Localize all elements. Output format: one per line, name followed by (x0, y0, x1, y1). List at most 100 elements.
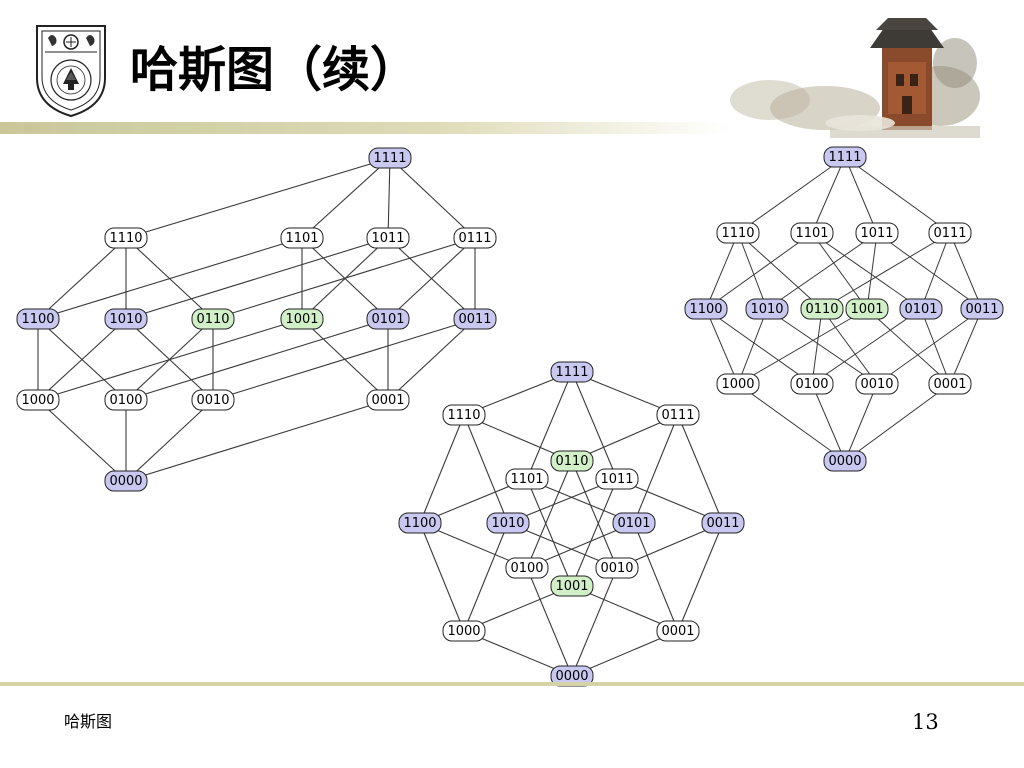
edge-1010-1011 (125, 237, 389, 320)
edge-1010-1011 (766, 232, 878, 310)
edge-0100-0101 (811, 308, 922, 385)
node-1010: 1010 (745, 298, 789, 320)
node-box (928, 222, 972, 244)
node-label: 0001 (371, 393, 404, 408)
edge-1000-1010 (737, 308, 768, 385)
edge-0101-0111 (633, 414, 679, 524)
node-label: 1111 (373, 151, 406, 166)
node-0101: 0101 (612, 512, 656, 534)
edge-0110-1110 (125, 237, 214, 320)
node-0001: 0001 (656, 620, 700, 642)
edge-1110-1111 (125, 157, 391, 239)
node-label: 0010 (600, 561, 633, 576)
edge-0000-0100 (526, 567, 573, 677)
edge-0100-1100 (705, 308, 813, 385)
node-box (656, 620, 700, 642)
node-box (612, 512, 656, 534)
node-1000: 1000 (716, 373, 760, 395)
node-box (899, 298, 943, 320)
node-box (280, 227, 324, 249)
node-1101: 1101 (790, 222, 834, 244)
edge-0010-0011 (212, 318, 476, 401)
edge-0000-0001 (844, 383, 951, 462)
node-1000: 1000 (442, 620, 486, 642)
node-0010: 0010 (855, 373, 899, 395)
node-box (845, 298, 889, 320)
node-label: 1101 (285, 231, 318, 246)
node-0001: 0001 (366, 389, 410, 411)
node-label: 0101 (904, 302, 937, 317)
node-1100: 1100 (684, 298, 728, 320)
node-1001: 1001 (280, 308, 324, 330)
node-label: 0111 (933, 226, 966, 241)
node-label: 0110 (805, 302, 838, 317)
slide-title: 哈斯图（续） (130, 42, 419, 98)
node-label: 1100 (689, 302, 722, 317)
node-label: 1011 (860, 226, 893, 241)
node-box (191, 308, 235, 330)
node-box (790, 222, 834, 244)
node-1011: 1011 (855, 222, 899, 244)
node-0111: 0111 (928, 222, 972, 244)
node-0101: 0101 (899, 298, 943, 320)
edge-0001-1001 (866, 308, 951, 385)
node-box (104, 227, 148, 249)
edge-1000-1100 (419, 522, 465, 632)
node-box (855, 373, 899, 395)
node-0100: 0100 (790, 373, 834, 395)
edge-0011-0111 (949, 232, 983, 310)
edge-1110-1111 (737, 156, 846, 234)
edge-1101-1111 (811, 156, 846, 234)
edge-0100-1100 (37, 318, 127, 401)
node-label: 0001 (661, 624, 694, 639)
node-label: 0000 (555, 669, 588, 684)
node-1111: 1111 (368, 147, 412, 169)
node-label: 1001 (850, 302, 883, 317)
node-0111: 0111 (656, 404, 700, 426)
edge-1011-1111 (571, 371, 618, 480)
edge-1001-1011 (571, 478, 618, 587)
edges (37, 157, 476, 482)
node-box (745, 298, 789, 320)
node-box (960, 298, 1004, 320)
node-0110: 0110 (191, 308, 235, 330)
edge-0101-0111 (920, 232, 951, 310)
edge-0001-0101 (633, 522, 679, 632)
node-label: 0010 (860, 377, 893, 392)
node-0000: 0000 (550, 665, 594, 687)
node-1110: 1110 (442, 404, 486, 426)
edge-0111-1111 (844, 156, 951, 234)
node-box (701, 512, 745, 534)
node-label: 1010 (750, 302, 783, 317)
node-box (104, 470, 148, 492)
edge-0011-1011 (876, 232, 983, 310)
node-box (684, 298, 728, 320)
node-1001: 1001 (550, 575, 594, 597)
node-label: 0101 (371, 312, 404, 327)
node-box (823, 146, 867, 168)
node-label: 1101 (510, 472, 543, 487)
node-label: 0011 (706, 516, 739, 531)
node-0000: 0000 (823, 450, 867, 472)
node-0110: 0110 (800, 298, 844, 320)
edge-0100-0101 (125, 318, 389, 401)
edge-1010-1110 (737, 232, 768, 310)
node-label: 1011 (371, 231, 404, 246)
node-1100: 1100 (398, 512, 442, 534)
node-box (398, 512, 442, 534)
edge-0010-0011 (876, 308, 983, 385)
node-label: 1110 (721, 226, 754, 241)
node-label: 1000 (21, 393, 54, 408)
edge-0100-0110 (811, 308, 823, 385)
node-0011: 0011 (701, 512, 745, 534)
edge-0000-0010 (125, 399, 214, 482)
node-label: 1001 (555, 579, 588, 594)
node-label: 0001 (933, 377, 966, 392)
campus-building-image (730, 18, 980, 138)
node-1011: 1011 (366, 227, 410, 249)
node-box (486, 512, 530, 534)
edge-1011-1111 (387, 157, 391, 239)
node-1010: 1010 (104, 308, 148, 330)
